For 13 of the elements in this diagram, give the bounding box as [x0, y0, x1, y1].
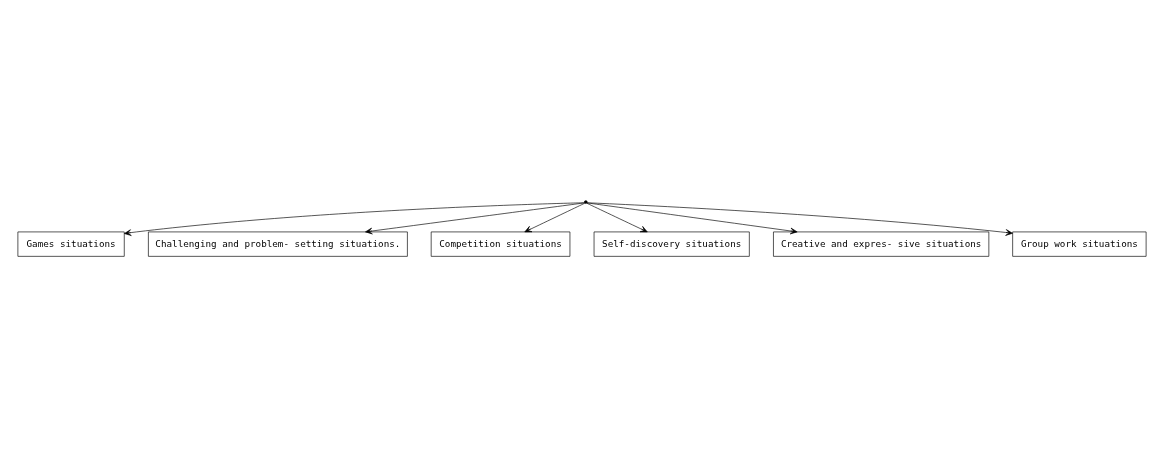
arrow [586, 202, 648, 232]
node-box: Challenging and problem- setting situations. [148, 231, 408, 257]
node-box: Games situations [17, 231, 125, 257]
arrow [586, 201, 1013, 236]
node-box: Creative and expres- sive situations [773, 231, 990, 257]
node-point [584, 199, 588, 204]
arrow [365, 202, 585, 234]
node-box: Self-discovery situations [593, 231, 750, 257]
arrow [586, 202, 798, 234]
arrow [524, 202, 586, 232]
arrow [124, 201, 585, 236]
node-box: Competition situations [430, 231, 571, 257]
node-box: Group work situations [1012, 231, 1147, 257]
